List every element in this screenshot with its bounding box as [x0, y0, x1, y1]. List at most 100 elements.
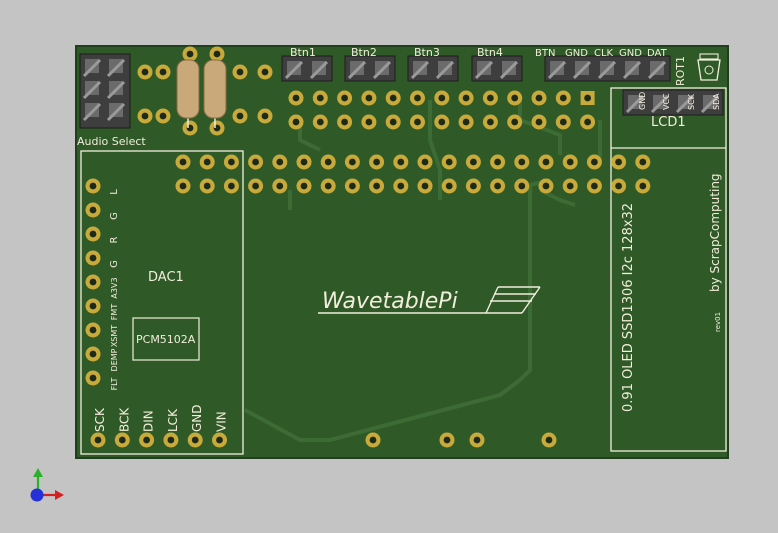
gpio-mid-pad — [441, 178, 457, 194]
gpio-mid-pad — [514, 178, 530, 194]
dac-bottom-pad — [187, 432, 203, 448]
lcd-outline — [610, 87, 727, 452]
gpio-mid-pad — [272, 178, 288, 194]
wavetablepi-title: WavetablePi — [322, 289, 458, 314]
gpio-mid-pad — [296, 154, 312, 170]
passive-pad — [209, 46, 225, 62]
btn4-label: Btn4 — [477, 46, 503, 59]
dac-left-pin-label: G — [109, 260, 120, 268]
gpio-top-pad — [312, 114, 328, 130]
btn4-header[interactable] — [471, 55, 523, 82]
pcm5102a-chip-label: PCM5102A — [136, 333, 196, 346]
gpio-top-pad — [410, 114, 425, 130]
dac-left-pad — [85, 202, 101, 218]
btn1-header[interactable] — [281, 55, 333, 82]
gpio-mid-pad — [586, 154, 602, 170]
dac-left-pad — [85, 274, 101, 290]
gpio-top-pad — [434, 114, 450, 130]
gpio-mid-pad — [369, 154, 385, 170]
passive-pad — [137, 64, 153, 80]
gpio-top-pad — [337, 90, 353, 106]
dac-left-pad — [85, 250, 101, 266]
gpio-mid-pad — [344, 178, 360, 194]
gpio-mid-pad — [223, 178, 239, 194]
pcm5102a-chip-outline — [132, 317, 200, 361]
gpio-top-pad — [580, 114, 596, 130]
gpio-mid-pad — [320, 154, 336, 170]
rot-pin-gnd1-label: GND — [565, 48, 588, 59]
resistor-r2[interactable] — [203, 59, 227, 128]
gpio-top-pad — [531, 90, 547, 106]
mount-pad — [469, 432, 485, 448]
audio-select-label: Audio Select — [77, 135, 146, 148]
gpio-mid-pad — [223, 154, 239, 170]
gpio-top-pad — [507, 90, 523, 106]
dac-left-pin-label: A3V3 — [110, 277, 119, 298]
header-connectors — [79, 53, 724, 129]
dac-left-pad — [85, 346, 101, 362]
gpio-mid-pad — [538, 178, 554, 194]
btn2-label: Btn2 — [351, 46, 377, 59]
passive-pad — [182, 46, 198, 62]
rotary-encoder-header[interactable] — [544, 55, 671, 82]
gpio-mid-pad — [635, 178, 651, 194]
dac-outline — [80, 150, 244, 455]
xyz-axis-icon — [30, 468, 64, 502]
dac-left-pin-label: FLT — [110, 377, 119, 390]
audio-select-jumper[interactable] — [79, 53, 131, 129]
dac-left-pad — [85, 298, 101, 314]
passive-pad — [257, 108, 273, 124]
gpio-mid-pad — [393, 154, 409, 170]
btn2-header[interactable] — [344, 55, 396, 82]
byline-label: by ScrapComputing — [708, 173, 722, 292]
gpio-top-pad — [337, 114, 353, 130]
passive-pad — [137, 108, 153, 124]
gpio-mid-pad — [344, 154, 360, 170]
lcd-pin-vcc-label: VCC — [662, 93, 671, 110]
gpio-mid-pad — [248, 178, 264, 194]
gpio-top-pad — [458, 90, 474, 106]
passive-pad — [155, 108, 171, 124]
gpio-mid-pad — [538, 154, 554, 170]
gpio-top-pad — [410, 90, 425, 106]
rot1-ref-label: ROT1 — [674, 56, 687, 86]
gpio-top-pad — [361, 114, 377, 130]
gpio-top-pad — [288, 90, 304, 106]
passive-pad — [209, 120, 225, 136]
gpio-mid-pad — [490, 178, 506, 194]
dac-left-pad — [85, 322, 101, 338]
gpio-mid-pad — [611, 178, 627, 194]
gpio-top-pad — [385, 114, 401, 130]
dac-bottom-pin-label: DIN — [142, 410, 156, 432]
passive-pad — [155, 64, 171, 80]
btn3-header[interactable] — [407, 55, 459, 82]
gpio-top-pad — [531, 114, 547, 130]
gpio-top-pad — [507, 114, 523, 130]
gpio-mid-pad — [514, 154, 530, 170]
passive-pad — [232, 108, 248, 124]
dac-bottom-pin-label: VIN — [215, 411, 229, 432]
dac-left-pin-label: L — [109, 189, 120, 195]
gpio-top-pad — [434, 90, 450, 106]
gpio-mid-pad — [175, 154, 191, 170]
gpio-top-pad — [385, 90, 401, 106]
lcd1-ref-label: LCD1 — [651, 115, 686, 130]
rot-pin-clk-label: CLK — [594, 48, 614, 59]
gpio-mid-pad — [175, 178, 191, 194]
gpio-top-pad — [580, 91, 595, 105]
btn1-label: Btn1 — [290, 46, 316, 59]
gpio-mid-pad — [369, 178, 385, 194]
gpio-mid-pad — [465, 154, 481, 170]
passive-pad — [182, 120, 198, 136]
gpio-mid-pad — [296, 178, 312, 194]
dac-bottom-pad — [139, 432, 155, 448]
mount-pad — [541, 432, 557, 448]
gpio-mid-pad — [611, 154, 627, 170]
resistor-r1[interactable] — [176, 59, 200, 128]
gpio-top-pad — [312, 90, 328, 106]
gpio-mid-pad — [635, 154, 651, 170]
lcd-header[interactable] — [622, 89, 724, 116]
